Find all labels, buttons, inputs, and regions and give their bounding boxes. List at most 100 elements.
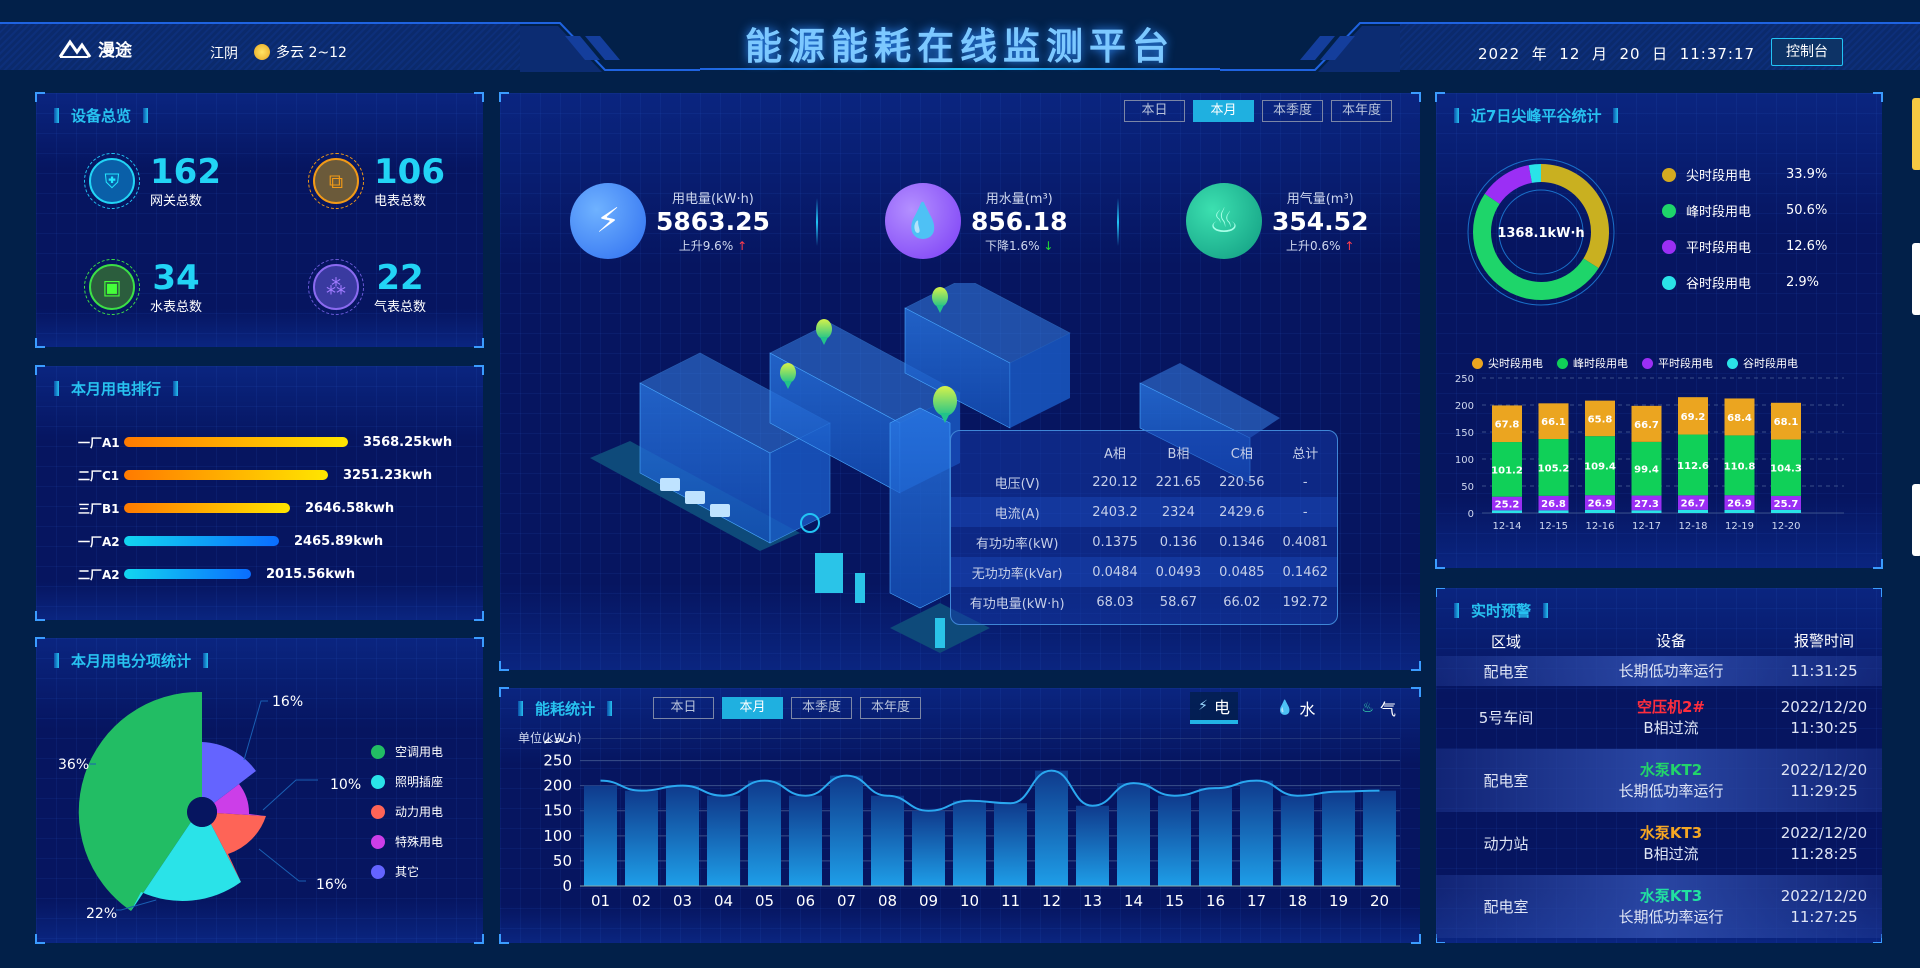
alarm-time: 11:29:25	[1790, 781, 1858, 800]
bar-legend-item[interactable]: 尖时段用电	[1472, 355, 1543, 371]
rose-chart: 16% 10% 16% 22% 36%	[58, 691, 361, 922]
svg-text:200: 200	[1455, 401, 1474, 412]
date-day-unit: 日	[1652, 45, 1669, 63]
legend-pct: 33.9%	[1786, 167, 1828, 182]
svg-text:12-19: 12-19	[1725, 521, 1754, 532]
alarm-area: 配电室	[1483, 663, 1529, 681]
tab-day[interactable]: 本日	[653, 697, 714, 719]
svg-text:01: 01	[591, 892, 610, 910]
svg-text:50: 50	[1461, 482, 1474, 493]
peak-valley-donut: 1368.1kW·h	[1467, 158, 1615, 306]
weather-text: 多云 2~12	[276, 45, 347, 61]
side-widget-white[interactable]	[1912, 243, 1920, 315]
svg-text:65.8: 65.8	[1588, 414, 1613, 425]
phase-cell: 0.1462	[1273, 557, 1337, 587]
alarm-table-header: 区域 设备 报警时间	[1436, 626, 1882, 656]
svg-text:66.1: 66.1	[1541, 417, 1566, 428]
ranking-row: 二厂C1 3251.23kwh	[78, 467, 432, 483]
tab-quarter[interactable]: 本季度	[791, 697, 852, 719]
svg-text:18: 18	[1288, 892, 1307, 910]
phase-cell: 0.0485	[1210, 557, 1274, 587]
bar-legend-item[interactable]: 峰时段用电	[1557, 355, 1628, 371]
building-3	[904, 283, 1071, 429]
console-button[interactable]: 控制台	[1771, 38, 1843, 66]
ranking-bar	[124, 437, 348, 447]
phase-cell: 0.136	[1159, 534, 1198, 550]
kpi-trend: 下降1.6%	[985, 239, 1040, 253]
phase-cell: 220.12	[1092, 474, 1138, 490]
rose-slice-light	[131, 822, 241, 911]
switch-electricity[interactable]: ⚡电	[1190, 692, 1238, 724]
page-title: 能源能耗在线监测平台	[745, 25, 1175, 68]
switch-label: 电	[1213, 698, 1230, 717]
svg-text:15: 15	[1165, 892, 1184, 910]
legend-item[interactable]: 其它	[371, 863, 443, 880]
water-meter-icon: ▣	[89, 264, 135, 310]
ranking-title: 本月用电排行	[71, 380, 162, 398]
alarm-row[interactable]: 配电室 长期低功率运行 11:31:25	[1436, 656, 1882, 686]
rose-slice-special	[214, 784, 266, 816]
tab-day[interactable]: 本日	[1124, 100, 1185, 122]
header-area: 区域	[1490, 632, 1521, 651]
location-pin-icon	[780, 363, 796, 389]
ranking-value: 3251.23kwh	[343, 467, 433, 483]
date-year: 2022	[1478, 45, 1521, 63]
svg-text:20: 20	[1370, 892, 1389, 910]
gas-meter-count: 22	[376, 257, 424, 298]
alarm-time: 11:30:25	[1790, 718, 1858, 737]
side-widget-white[interactable]	[1912, 484, 1920, 556]
pv-legend-item[interactable]: 平时段用电 12.6%	[1662, 237, 1862, 256]
svg-text:12-20: 12-20	[1771, 521, 1800, 532]
date-year-unit: 年	[1531, 45, 1548, 63]
kpi-trend: 上升9.6%	[678, 239, 734, 253]
donut-slice	[1541, 164, 1609, 269]
legend-item[interactable]: 空调用电	[371, 743, 443, 760]
bar-legend-item[interactable]: 谷时段用电	[1727, 355, 1798, 371]
legend-pct: 12.6%	[1786, 239, 1828, 254]
donut-slice	[1484, 165, 1532, 204]
kpi-value: 856.18	[971, 207, 1068, 236]
charger-station	[815, 553, 843, 593]
legend-label: 平时段用电	[1686, 241, 1752, 256]
side-widget-yellow[interactable]	[1912, 98, 1920, 170]
svg-text:12-16: 12-16	[1585, 521, 1614, 532]
tab-month[interactable]: 本月	[1193, 100, 1254, 122]
ranking-name: 一厂A1	[78, 435, 120, 450]
switch-water[interactable]: 💧水	[1268, 692, 1323, 724]
tab-year[interactable]: 本年度	[860, 697, 921, 719]
alarm-device: 空压机2#	[1636, 697, 1705, 716]
svg-text:04: 04	[714, 892, 733, 910]
svg-text:67.8: 67.8	[1495, 420, 1520, 431]
datetime: 2022 年 12 月 20 日 11:37:17	[1478, 43, 1755, 64]
svg-text:03: 03	[673, 892, 692, 910]
tab-month[interactable]: 本月	[722, 697, 783, 719]
ranking-row: 三厂B1 2646.58kwh	[78, 500, 394, 516]
rose-slice-power	[211, 813, 266, 882]
rose-slice-other	[202, 742, 256, 803]
tab-quarter[interactable]: 本季度	[1262, 100, 1323, 122]
svg-text:08: 08	[878, 892, 897, 910]
legend-item[interactable]: 特殊用电	[371, 833, 443, 850]
alarm-time: 11:27:25	[1790, 907, 1858, 926]
energy-stats-title: 能耗统计	[535, 700, 596, 718]
tab-year[interactable]: 本年度	[1331, 100, 1392, 122]
svg-text:16: 16	[1206, 892, 1225, 910]
header: 能源能耗在线监测平台 漫途 江阴 多云 2~12 2022 年 12 月 20 …	[0, 0, 1920, 72]
legend-item[interactable]: 动力用电	[371, 803, 443, 820]
svg-text:06: 06	[796, 892, 815, 910]
legend-item[interactable]: 照明插座	[371, 773, 443, 790]
bar-legend-item[interactable]: 平时段用电	[1642, 355, 1713, 371]
switch-gas[interactable]: ♨气	[1353, 692, 1404, 724]
